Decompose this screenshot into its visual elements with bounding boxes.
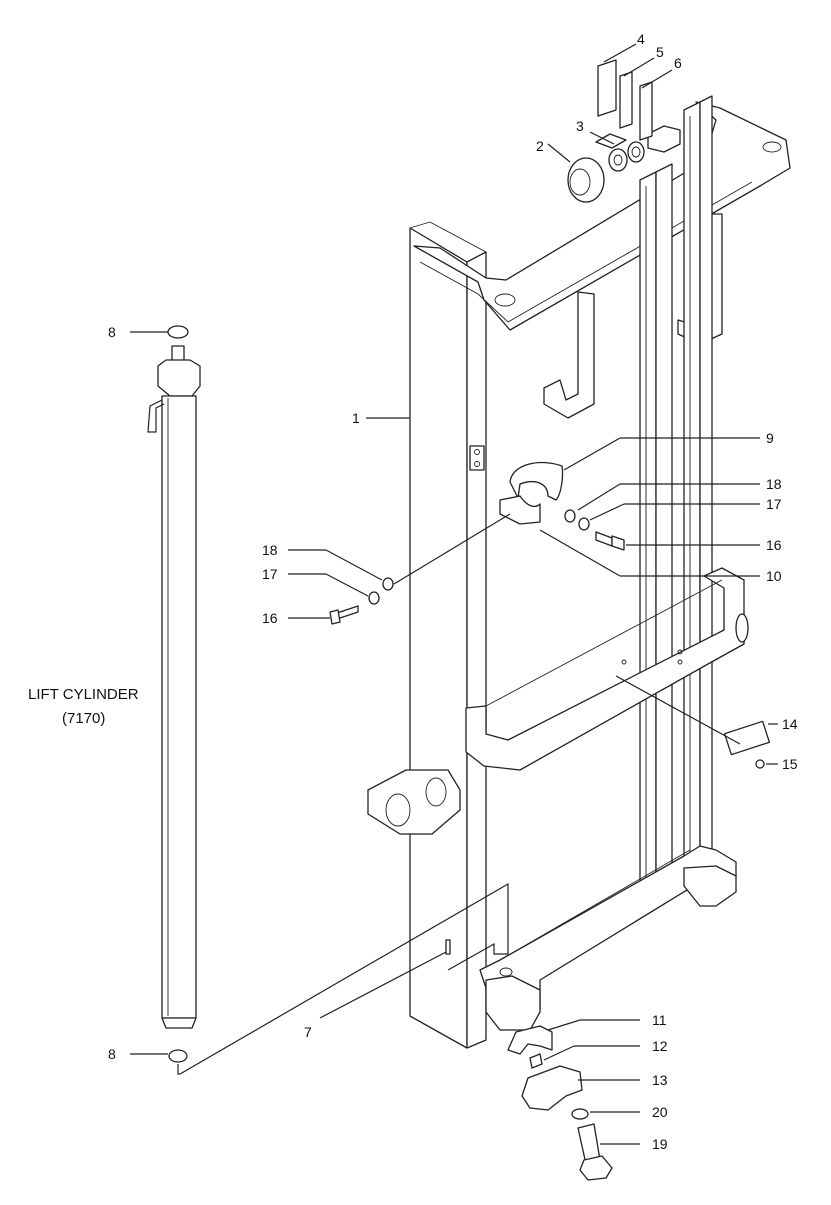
- outer-mast-upright: [367, 95, 791, 1049]
- callout-5: 5: [656, 44, 664, 60]
- bottom-support-parts: [507, 1025, 613, 1181]
- callout-6: 6: [674, 55, 682, 71]
- callout-16-right: 16: [766, 537, 782, 553]
- bottom-o-ring: [168, 1049, 188, 1063]
- callout-19: 19: [652, 1136, 668, 1152]
- top-pulley-assembly: [567, 59, 681, 203]
- callout-4: 4: [637, 31, 645, 47]
- callout-7: 7: [304, 1024, 312, 1040]
- plate-6: [639, 81, 653, 141]
- plate-5: [619, 71, 633, 129]
- lift-cylinder: [147, 325, 201, 1063]
- callout-16-left: 16: [262, 610, 278, 626]
- callout-13: 13: [652, 1072, 668, 1088]
- callout-8-top: 8: [108, 324, 116, 340]
- support-cap-11: [507, 1025, 553, 1055]
- callout-11: 11: [652, 1012, 667, 1028]
- top-o-ring: [167, 325, 189, 339]
- callout-17-right: 17: [766, 496, 782, 512]
- lift-cylinder-caption: LIFT CYLINDER (7170): [28, 686, 139, 727]
- caption-title: LIFT CYLINDER: [28, 686, 139, 703]
- clamp-hardware: [329, 461, 771, 955]
- callout-2: 2: [536, 138, 544, 154]
- callout-9: 9: [766, 430, 774, 446]
- caption-ref: (7170): [62, 710, 105, 727]
- callout-12: 12: [652, 1038, 668, 1054]
- callout-14: 14: [782, 716, 798, 732]
- callout-1: 1: [352, 410, 360, 426]
- callout-10: 10: [766, 568, 782, 584]
- plate-4: [597, 59, 617, 117]
- callout-3: 3: [576, 118, 584, 134]
- callout-20: 20: [652, 1104, 668, 1120]
- clamp-band-upper: [509, 461, 564, 501]
- plate-14: [723, 720, 771, 756]
- middle-cross-beam: [465, 567, 749, 771]
- support-block-13: [521, 1065, 583, 1111]
- callout-labels: 4 5 6 3 2 1 8 8 9 18 17 16 10 18 17 16 1…: [108, 31, 798, 1152]
- callout-17-left: 17: [262, 566, 278, 582]
- leader-lines: [130, 43, 778, 1145]
- washer: [608, 148, 628, 172]
- callout-18-left: 18: [262, 542, 278, 558]
- clamp-band-lower: [499, 495, 541, 525]
- callout-18-right: 18: [766, 476, 782, 492]
- callout-15: 15: [782, 756, 798, 772]
- bearing-pulley: [567, 157, 605, 203]
- callout-8-bottom: 8: [108, 1046, 116, 1062]
